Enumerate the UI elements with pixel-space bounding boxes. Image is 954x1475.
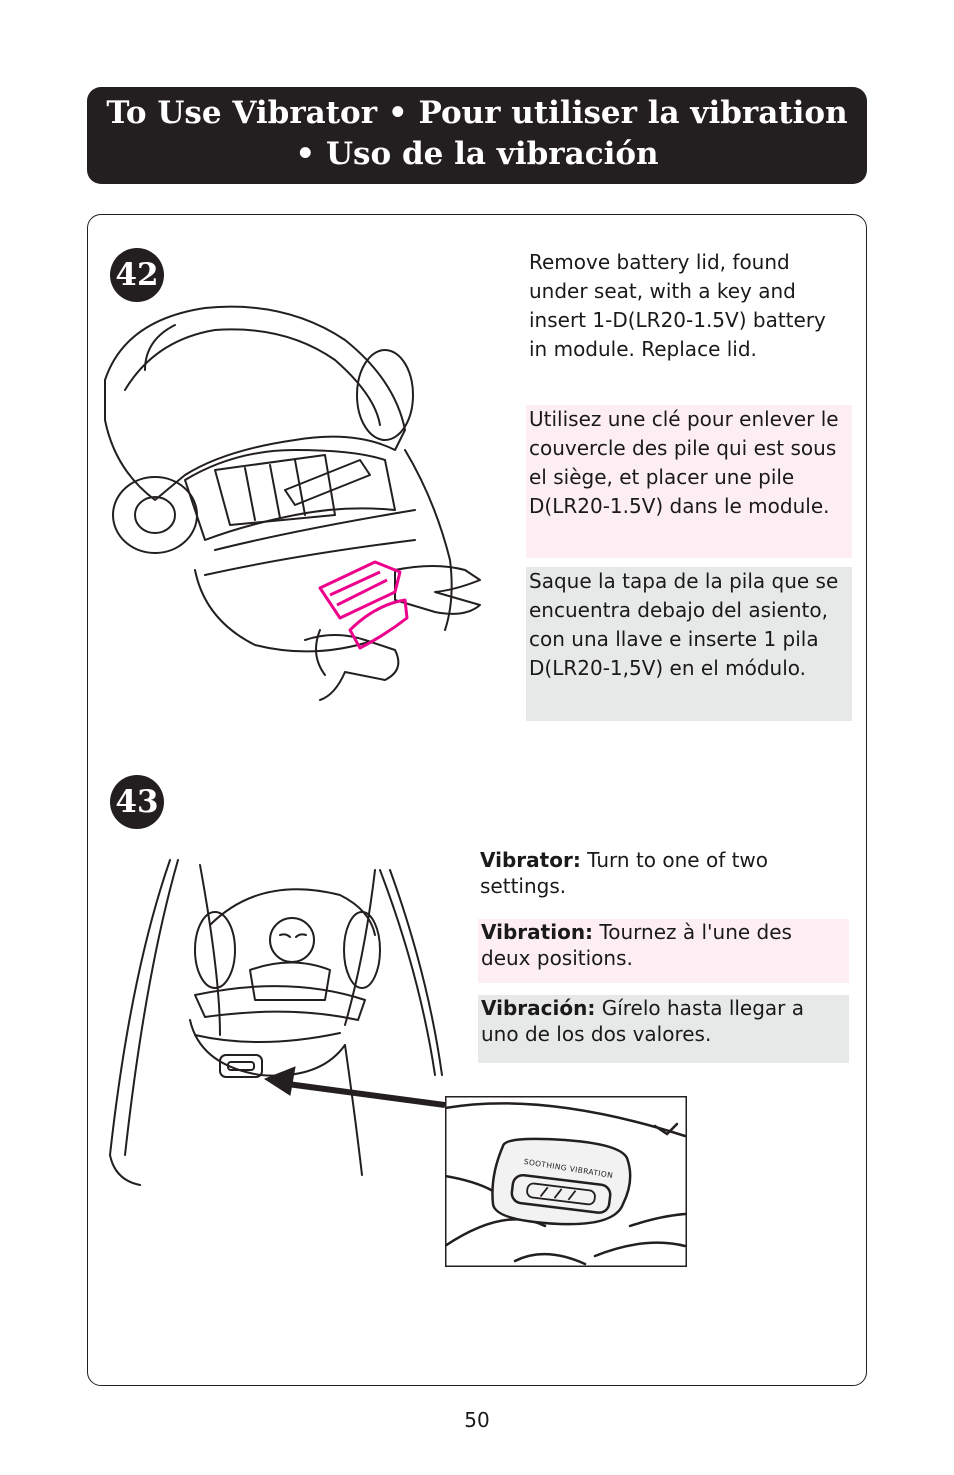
spanish-text: Gírelo hasta llegar a uno de los dos val…	[481, 996, 805, 1046]
step-42-badge: 42	[110, 248, 164, 302]
english-label: Vibrator:	[480, 848, 581, 872]
step-43-french: Vibration: Tournez à l'une des deux posi…	[478, 919, 849, 983]
step-43-spanish: Vibración: Gírelo hasta llegar a uno de …	[478, 995, 849, 1063]
spanish-label: Vibración:	[481, 996, 596, 1020]
title-banner: To Use Vibrator • Pour utiliser la vibra…	[87, 87, 867, 184]
step-42-spanish: Saque la tapa de la pila que se encuentr…	[526, 567, 852, 721]
english-text: Turn to one of two settings.	[480, 848, 769, 898]
battery-install-illustration	[104, 305, 481, 701]
page-number: 50	[464, 1408, 490, 1432]
title-line-1: To Use Vibrator • Pour utiliser la vibra…	[106, 95, 848, 131]
french-label: Vibration:	[481, 920, 594, 944]
step-42-english: Remove battery lid, found under seat, wi…	[529, 250, 826, 361]
step-43-english: Vibrator: Turn to one of two settings.	[480, 847, 850, 899]
step-43-badge: 43	[110, 775, 164, 829]
step-42-french: Utilisez une clé pour enlever le couverc…	[526, 405, 852, 558]
instruction-panel	[87, 214, 867, 1386]
vibration-module-closeup: SOOTHING VIBRATION	[445, 1096, 687, 1267]
title-line-2: • Uso de la vibración	[295, 136, 659, 172]
swing-illustration	[109, 859, 445, 1186]
french-text: Tournez à l'une des deux positions.	[481, 920, 792, 970]
